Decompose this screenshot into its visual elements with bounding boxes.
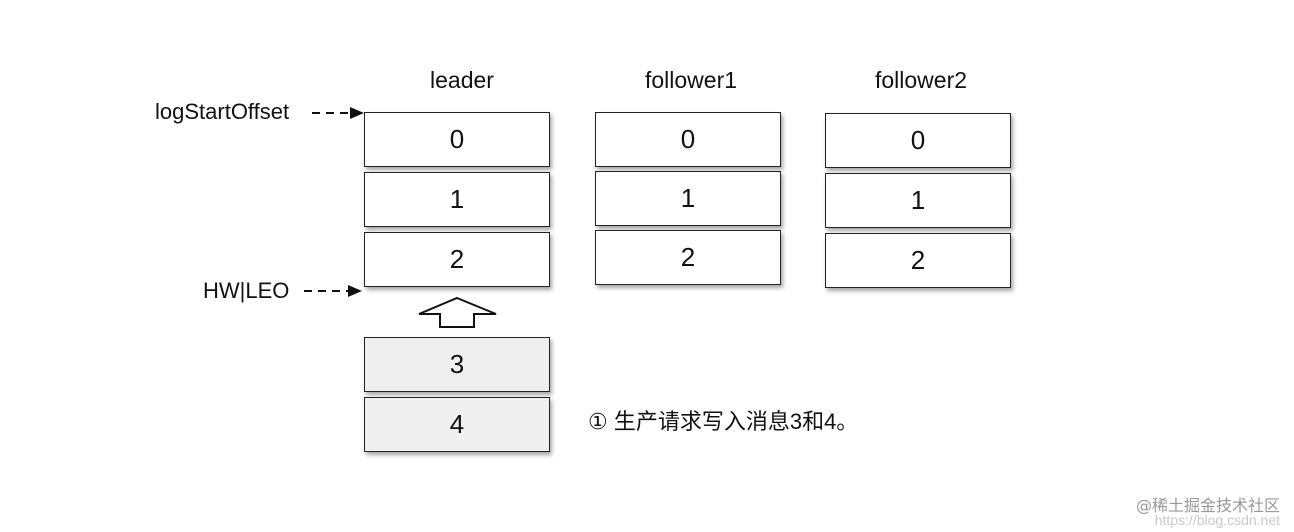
follower2-cell-2: 2 bbox=[825, 233, 1011, 288]
follower2-title: follower2 bbox=[874, 67, 968, 93]
follower2-cell-1: 1 bbox=[825, 173, 1011, 228]
follower1-cell-2: 2 bbox=[595, 230, 781, 285]
append-up-arrow-icon bbox=[418, 296, 497, 328]
watermark: @稀土掘金技术社区 bbox=[1135, 496, 1280, 515]
follower1-cell-1: 1 bbox=[595, 171, 781, 226]
follower2-cell-0: 0 bbox=[825, 113, 1011, 168]
leader-cell-2: 2 bbox=[364, 232, 550, 287]
hw-leo-pointer bbox=[304, 285, 362, 297]
produce-request-note: ① 生产请求写入消息3和4。 bbox=[588, 409, 859, 434]
leader-cell-1: 1 bbox=[364, 172, 550, 227]
leader-title: leader bbox=[430, 67, 494, 93]
watermark-url: https://blog.csdn.net bbox=[1154, 512, 1280, 528]
pending-cell-3: 3 bbox=[364, 337, 550, 392]
pending-cell-4: 4 bbox=[364, 397, 550, 452]
hw-leo-label: HW|LEO bbox=[203, 278, 290, 303]
follower1-title: follower1 bbox=[644, 67, 738, 93]
follower1-cell-0: 0 bbox=[595, 112, 781, 167]
log-start-offset-pointer bbox=[312, 107, 364, 119]
leader-cell-0: 0 bbox=[364, 112, 550, 167]
log-start-offset-label: logStartOffset bbox=[155, 99, 290, 124]
